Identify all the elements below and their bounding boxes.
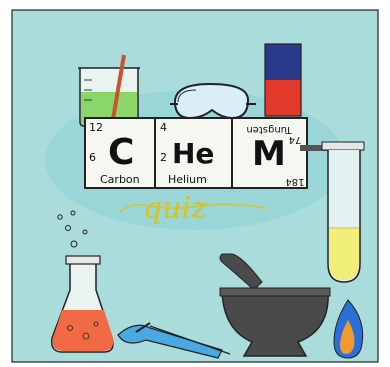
quiz-text: quiz [143, 191, 207, 226]
quiz-word: quiz [119, 191, 266, 226]
tile-tungsten [231, 117, 308, 189]
erlenmeyer-flask-icon [50, 255, 114, 353]
tile-tungsten-bottom-number: 184 [285, 176, 304, 187]
tile-tungsten-symbol: M [252, 134, 286, 174]
tile-carbon-number: 12 [89, 121, 103, 134]
tile-tungsten-name: Tungsten [246, 124, 292, 135]
tile-helium-symbol: He [172, 137, 214, 170]
tile-carbon-name: Carbon [100, 173, 140, 186]
bunsen-flame-icon [333, 299, 364, 359]
test-tube-icon [300, 141, 365, 283]
dropper-icon [117, 322, 231, 359]
tile-carbon-symbol: C [108, 132, 134, 173]
bubbles-icon [57, 210, 88, 248]
tile-helium-name: Helium [168, 173, 207, 186]
tile-carbon-side-number: 6 [89, 151, 96, 164]
flag-icon [264, 43, 302, 117]
tile-helium-side-number: 2 [160, 151, 167, 164]
periodic-tiles: 12 6 C Carbon 4 2 He Helium Tungsten M 7… [84, 117, 308, 189]
tile-helium [154, 117, 233, 189]
mortar-pestle-icon [219, 253, 331, 357]
tile-tungsten-side-number: 74 [289, 134, 302, 145]
tile-helium-number: 4 [160, 121, 167, 134]
